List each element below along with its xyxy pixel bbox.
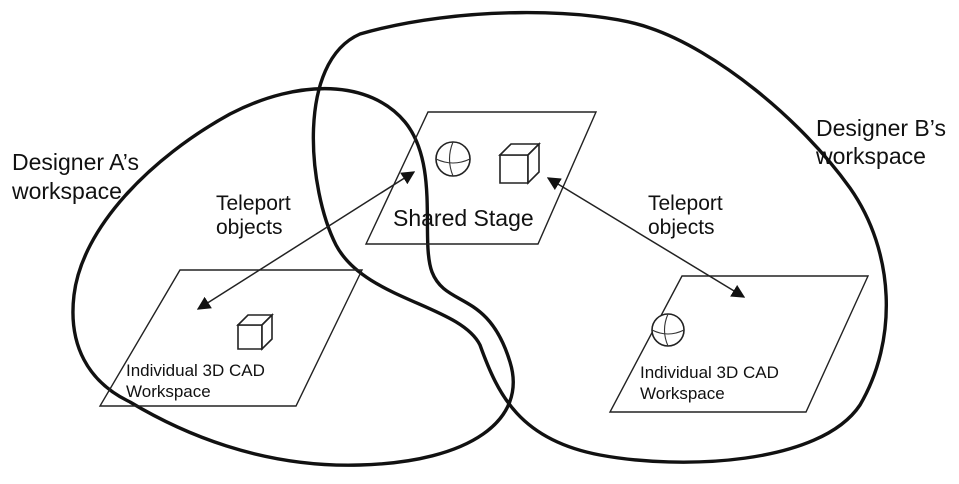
teleport-right-label-line1: Teleport	[648, 192, 723, 215]
cube-icon	[236, 313, 274, 351]
sphere-icon	[435, 141, 471, 177]
individual-workspace-b-label-line1: Individual 3D CAD	[640, 363, 779, 382]
designer-b-workspace-outline	[311, 10, 888, 464]
designer-b-label-line1: Designer B’s	[816, 115, 946, 141]
designer-a-label-line1: Designer A’s	[12, 149, 139, 175]
individual-workspace-b-plane	[608, 275, 870, 413]
cube-icon	[498, 142, 541, 185]
designer-a-label-line2: workspace	[11, 178, 122, 204]
designer-a-workspace-outline	[71, 86, 515, 467]
designer-b-label-line2: workspace	[815, 143, 926, 169]
teleport-right-label-line2: objects	[648, 216, 715, 239]
teleport-arrow-left	[196, 171, 416, 310]
individual-workspace-b-label-line2: Workspace	[640, 384, 725, 403]
sphere-icon	[651, 313, 685, 347]
shared-stage-label: Shared Stage	[393, 205, 534, 231]
individual-workspace-a-label-line1: Individual 3D CAD	[126, 361, 265, 380]
teleport-left-label-line1: Teleport	[216, 192, 291, 215]
teleport-left-label-line2: objects	[216, 216, 283, 239]
individual-workspace-a-label-line2: Workspace	[126, 382, 211, 401]
teleport-arrow-right	[546, 177, 746, 298]
